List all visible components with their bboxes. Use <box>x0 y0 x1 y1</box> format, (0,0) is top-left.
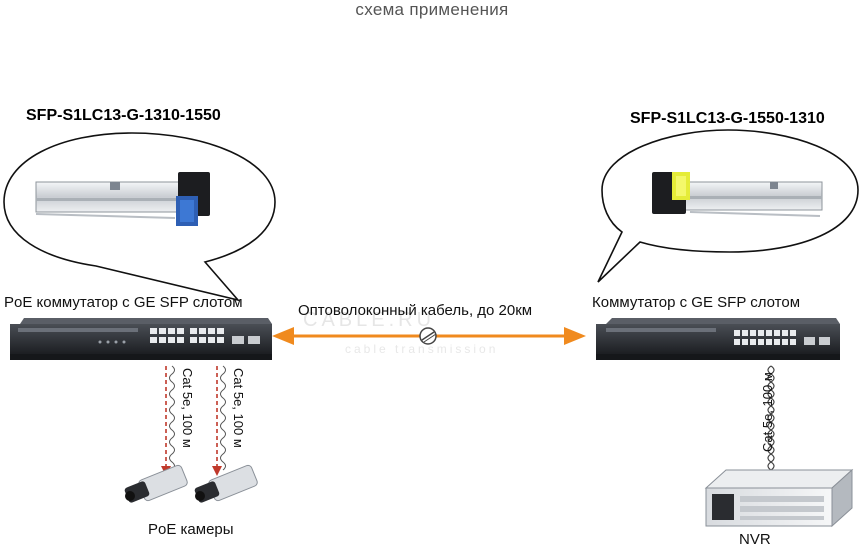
watermark-subtext: cable transmission <box>345 342 499 356</box>
left-switch-label: PoE коммутатор с GE SFP слотом <box>4 294 243 311</box>
sfp-module-left-image <box>35 172 210 226</box>
right-switch-label: Коммутатор с GE SFP слотом <box>592 294 801 311</box>
sfp-module-right-image <box>652 172 823 217</box>
right-module-model: SFP-S1LC13-G-1550-1310 <box>630 110 825 127</box>
fiber-link-arrow <box>272 327 586 345</box>
cable-label-left-1: Cat 5e, 100 м <box>180 368 195 448</box>
nvr-label: NVR <box>739 531 771 548</box>
fiber-cable-label: Оптоволоконный кабель, до 20км <box>298 302 533 319</box>
diagram-title: схема применения <box>355 0 509 19</box>
drop-cable-left-1 <box>161 365 175 476</box>
left-module-model: SFP-S1LC13-G-1310-1550 <box>26 107 221 124</box>
left-poe-switch-image <box>10 318 272 360</box>
nvr-image <box>704 468 854 528</box>
cable-label-left-2: Cat 5e, 100 м <box>231 368 246 448</box>
right-switch-image <box>596 318 840 360</box>
poe-cameras-label: PoE камеры <box>148 521 234 538</box>
cable-label-right: Cat 5e, 100 м <box>760 372 775 452</box>
poe-camera-1-image <box>124 464 188 503</box>
drop-cable-left-2 <box>212 365 226 476</box>
watermark-text: CABLE.RU <box>303 309 436 331</box>
drop-cable-right <box>767 365 775 471</box>
poe-camera-2-image <box>194 464 258 503</box>
